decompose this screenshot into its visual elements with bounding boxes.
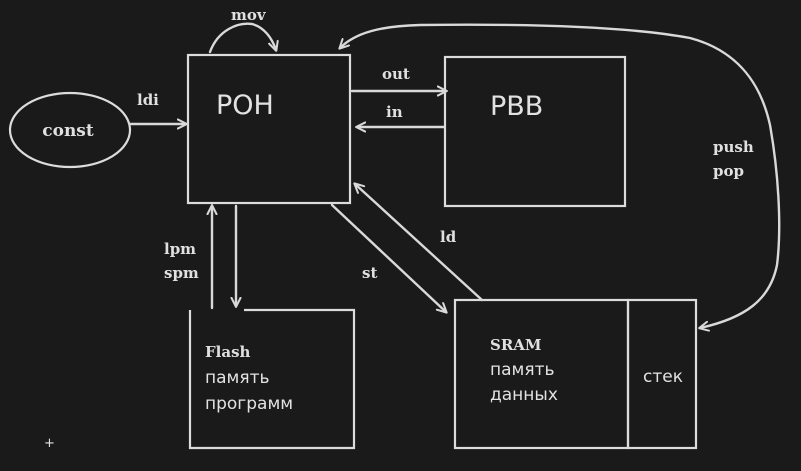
flash-label-line2: память — [205, 368, 270, 388]
rvv-box — [443, 55, 627, 208]
push-pop-arrow — [340, 23, 781, 328]
in-label: in — [386, 103, 403, 121]
out-label: out — [382, 65, 410, 83]
flash-label-line3: программ — [205, 394, 293, 414]
st-arrow — [330, 203, 446, 312]
mov-label: mov — [231, 6, 267, 24]
roh-label: РОН — [216, 90, 274, 121]
rvv-label: РВВ — [490, 91, 543, 122]
mov-arrow — [208, 22, 276, 54]
sram-label-line1: SRAM — [490, 336, 542, 354]
lpm-label: lpm — [164, 240, 196, 258]
const-node — [8, 91, 132, 169]
plus-marker: + — [44, 436, 55, 451]
const-label: const — [42, 121, 94, 141]
st-label: st — [362, 264, 377, 282]
spm-label: spm — [164, 264, 199, 282]
pop-label: pop — [713, 162, 744, 180]
ldi-label: ldi — [137, 91, 159, 109]
sram-label-line2: память — [490, 360, 555, 380]
flash-label-line1: Flash — [205, 343, 251, 361]
stack-label: стек — [643, 367, 683, 387]
flash-box — [188, 308, 356, 450]
sram-label-line3: данных — [490, 385, 558, 405]
push-label: push — [713, 138, 754, 156]
ld-arrow — [355, 184, 484, 302]
ld-label: ld — [440, 228, 457, 246]
roh-box — [186, 53, 352, 205]
